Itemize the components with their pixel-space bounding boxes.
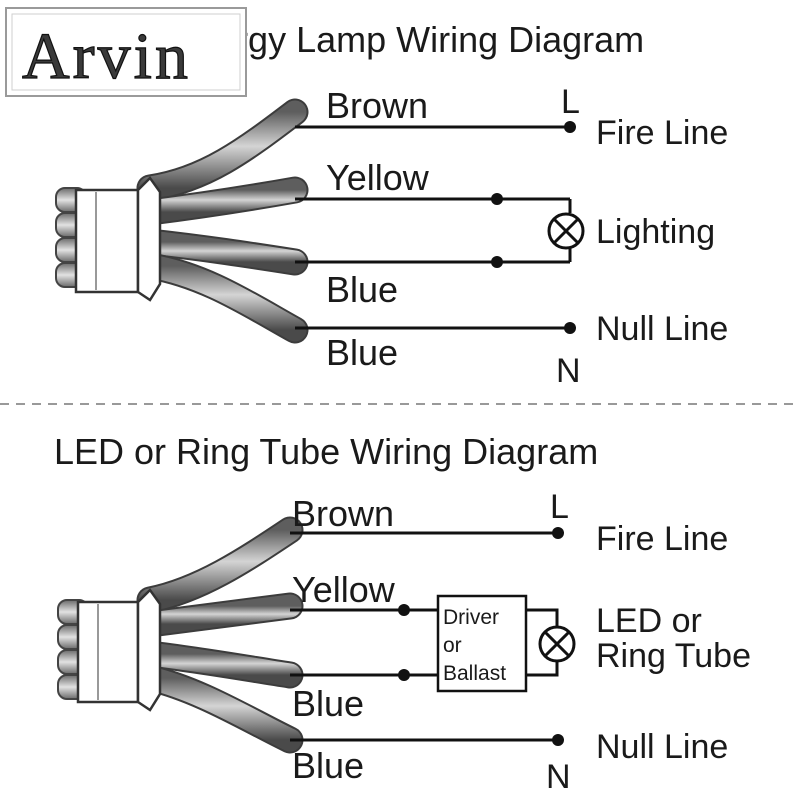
top-wire-brown-label: Brown xyxy=(326,85,428,126)
bottom-yellow-junction-dot xyxy=(398,604,410,616)
bottom-lamp-icon xyxy=(538,625,576,663)
top-cable-bundle xyxy=(55,98,309,344)
bottom-diagram: Driver or Ballast LED or Ring Tube Wirin… xyxy=(54,431,751,796)
bottom-cable-bundle xyxy=(57,516,304,754)
top-wire-yellow-label: Yellow xyxy=(326,157,430,198)
bottom-null-line-label: Null Line xyxy=(596,728,728,766)
bottom-blue-junction-dot xyxy=(398,669,410,681)
top-wires xyxy=(295,121,576,334)
arvin-logo: Arvin xyxy=(5,7,247,97)
driver-box-line-2: or xyxy=(443,634,462,657)
top-blue-junction-dot xyxy=(491,256,503,268)
top-lighting-label: Lighting xyxy=(596,213,715,251)
bottom-wire-blue2-label: Blue xyxy=(292,745,364,786)
arvin-logo-text: Arvin xyxy=(22,20,191,93)
driver-ballast-box: Driver or Ballast xyxy=(436,594,528,693)
top-wire-blue2-label: Blue xyxy=(326,332,398,373)
bottom-null-terminal-dot xyxy=(552,734,564,746)
top-null-terminal-dot xyxy=(564,322,576,334)
bottom-terminal-n-label: N xyxy=(546,758,571,796)
driver-box-line-1: Driver xyxy=(443,606,499,629)
bottom-wire-blue1-label: Blue xyxy=(292,683,364,724)
driver-box-line-3: Ballast xyxy=(443,662,506,685)
top-diagram: Energy Lamp Wiring Diagram Brown Yellow … xyxy=(55,19,728,390)
top-lamp-icon xyxy=(547,212,585,250)
bottom-wire-yellow-label: Yellow xyxy=(292,569,396,610)
top-terminal-n-label: N xyxy=(556,352,581,390)
top-diagram-title: Energy Lamp Wiring Diagram xyxy=(172,19,644,60)
top-fire-terminal-dot xyxy=(564,121,576,133)
bottom-diagram-title: LED or Ring Tube Wiring Diagram xyxy=(54,431,598,472)
top-yellow-junction-dot xyxy=(491,193,503,205)
top-wire-blue1-label: Blue xyxy=(326,269,398,310)
bottom-wires xyxy=(290,527,564,746)
top-terminal-l-label: L xyxy=(561,83,580,121)
bottom-fire-line-label: Fire Line xyxy=(596,520,728,558)
bottom-terminal-l-label: L xyxy=(550,488,569,526)
bottom-led-label-line-1: LED or xyxy=(596,602,702,640)
bottom-wire-brown-label: Brown xyxy=(292,493,394,534)
bottom-fire-terminal-dot xyxy=(552,527,564,539)
bottom-led-label-line-2: Ring Tube xyxy=(596,637,751,675)
top-null-line-label: Null Line xyxy=(596,310,728,348)
top-fire-line-label: Fire Line xyxy=(596,114,728,152)
